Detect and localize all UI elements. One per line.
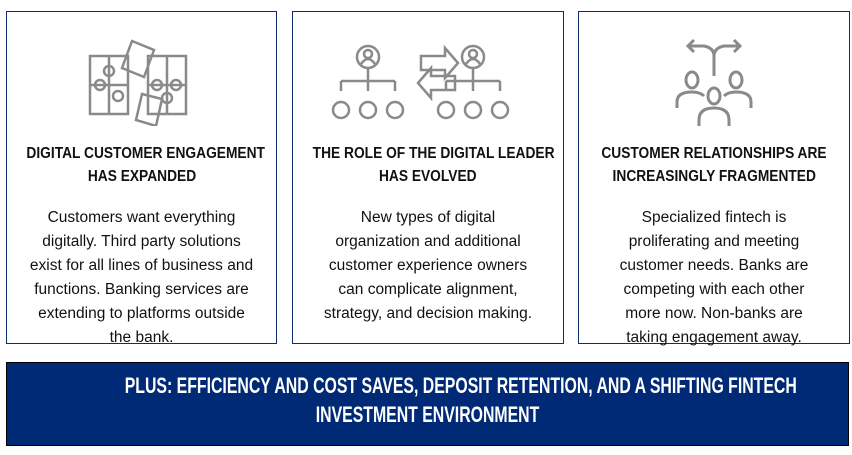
title-line: HAS EXPANDED	[87, 168, 196, 185]
title-line: INCREASINGLY FRAGMENTED	[612, 168, 816, 185]
text-line: competing with each other	[623, 281, 805, 298]
card-text: New types of digital organization and ad…	[307, 206, 549, 326]
text-line: customer experience owners	[328, 257, 528, 274]
card-digital-leader: THE ROLE OF THE DIGITAL LEADER HAS EVOLV…	[292, 11, 564, 344]
text-line: Customers want everything	[47, 209, 236, 226]
text-line: extending to platforms outside	[38, 305, 245, 322]
card-text: Customers want everything digitally. Thi…	[21, 206, 262, 350]
text-line: customer needs. Banks are	[619, 257, 809, 274]
text-line: proliferating and meeting	[628, 233, 800, 250]
card-digital-engagement: DIGITAL CUSTOMER ENGAGEMENT HAS EXPANDED…	[6, 11, 277, 346]
diverging-people-icon	[579, 26, 849, 126]
org-chart-exchange-icon	[293, 26, 563, 126]
title-line: THE ROLE OF THE DIGITAL LEADER	[312, 145, 555, 162]
card-title: DIGITAL CUSTOMER ENGAGEMENT HAS EXPANDED	[7, 142, 276, 188]
text-line: New types of digital	[360, 209, 496, 226]
text-line: organization and additional	[335, 233, 521, 250]
puzzle-pieces-icon	[7, 26, 276, 126]
text-line: digitally. Third party solutions	[42, 233, 241, 250]
text-line: Specialized fintech is	[641, 209, 787, 226]
card-text: Specialized fintech is proliferating and…	[593, 206, 835, 350]
text-line: strategy, and decision making.	[323, 305, 533, 322]
text-line: can complicate alignment,	[338, 281, 518, 298]
card-title: CUSTOMER RELATIONSHIPS ARE INCREASINGLY …	[579, 142, 849, 188]
text-line: the bank.	[109, 329, 174, 346]
title-line: CUSTOMER RELATIONSHIPS ARE	[601, 145, 827, 162]
text-line: more now. Non-banks are	[625, 305, 803, 322]
plus-banner: PLUS: EFFICIENCY AND COST SAVES, DEPOSIT…	[6, 362, 849, 446]
banner-line: PLUS: EFFICIENCY AND COST SAVES, DEPOSIT…	[124, 373, 797, 398]
card-title: THE ROLE OF THE DIGITAL LEADER HAS EVOLV…	[293, 142, 563, 188]
title-line: HAS EVOLVED	[379, 168, 477, 185]
text-line: taking engagement away.	[626, 329, 802, 346]
card-customer-relationships: CUSTOMER RELATIONSHIPS ARE INCREASINGLY …	[578, 11, 850, 346]
banner-line: INVESTMENT ENVIRONMENT	[315, 402, 540, 427]
text-line: exist for all lines of business and	[29, 257, 254, 274]
title-line: DIGITAL CUSTOMER ENGAGEMENT	[26, 145, 265, 162]
text-line: functions. Banking services are	[34, 281, 249, 298]
